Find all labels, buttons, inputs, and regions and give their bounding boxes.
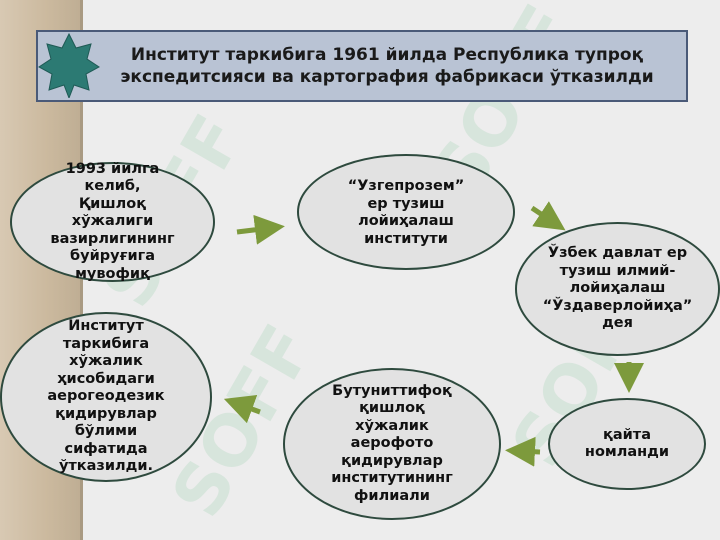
node-aerogeodesic-dept: Институт таркибига хўжалик ҳисобидаги ае… <box>0 312 212 482</box>
node-text: Бутуниттифоқ қишлоқ хўжалик аерофото қид… <box>331 382 453 504</box>
arrow-5 <box>223 395 261 424</box>
node-text: “Узгепрозем” ер тузиш лойиҳалаш институт… <box>347 178 465 247</box>
node-text: Институт таркибига хўжалик ҳисобидаги ае… <box>47 318 165 475</box>
node-all-union-branch: Бутуниттифоқ қишлоқ хўжалик аерофото қид… <box>283 368 501 520</box>
arrow-1 <box>236 214 285 245</box>
node-text: 1993 йилга келиб, Қишлоқ хўжалиги вазирл… <box>50 160 175 282</box>
page-title: Институт таркибига 1961 йилда Республика… <box>120 45 654 87</box>
node-text: Ўзбек давлат ер тузиш илмий-лойиҳалаш “Ў… <box>542 245 693 332</box>
arrow-4 <box>505 436 541 467</box>
title-banner: Институт таркибига 1961 йилда Республика… <box>36 30 688 102</box>
node-renamed: қайта номланди <box>548 398 706 490</box>
node-text: қайта номланди <box>584 426 670 461</box>
arrow-2 <box>530 201 566 231</box>
node-uzdaverloyiha: Ўзбек давлат ер тузиш илмий-лойиҳалаш “Ў… <box>515 222 720 356</box>
node-uzgeprozem: “Узгепрозем” ер тузиш лойиҳалаш институт… <box>297 154 515 270</box>
star-icon <box>38 32 100 98</box>
node-1993-order: 1993 йилга келиб, Қишлоқ хўжалиги вазирл… <box>10 160 215 282</box>
